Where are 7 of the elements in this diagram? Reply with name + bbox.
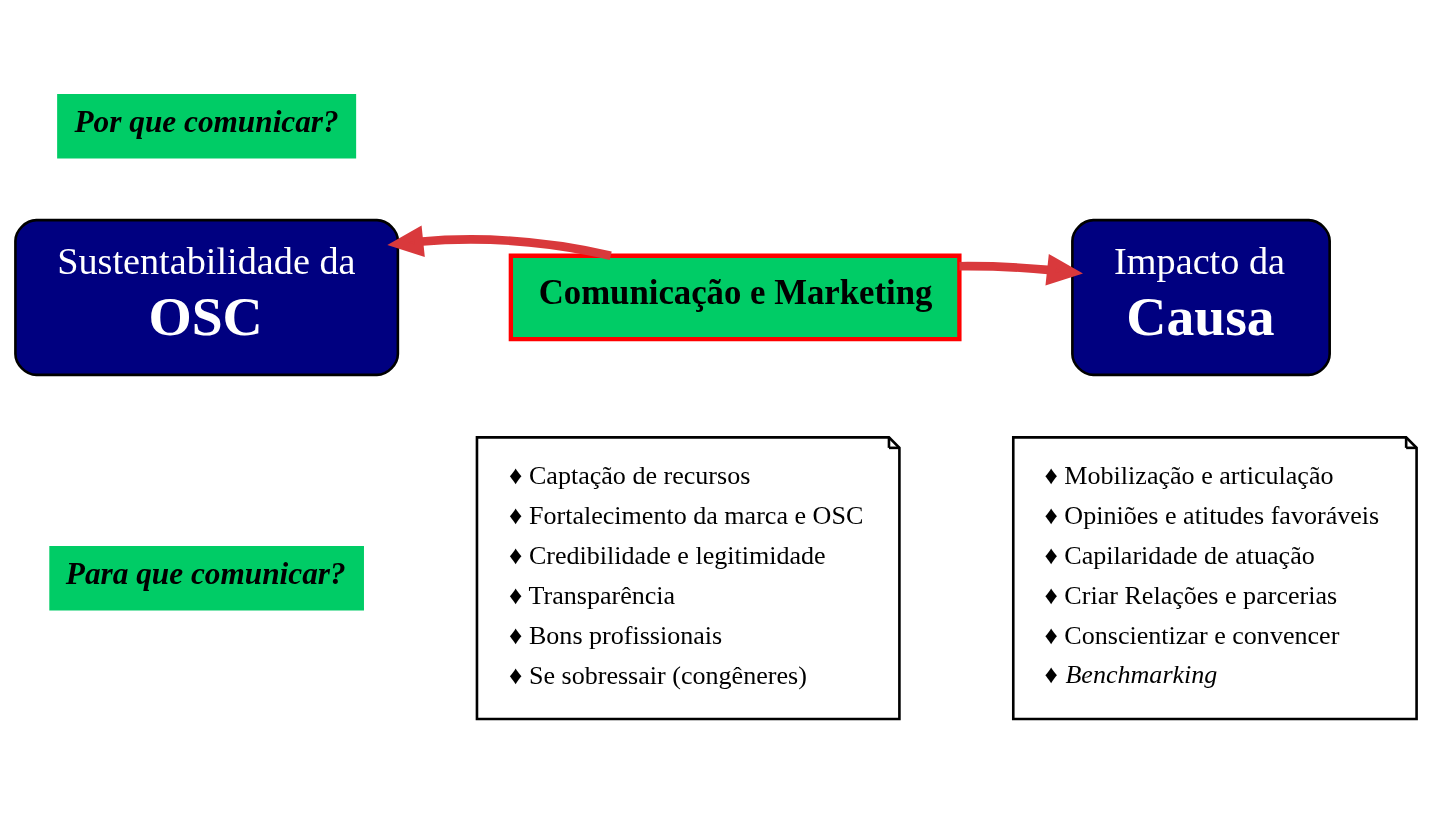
node-box: Sustentabilidade da OSC <box>14 218 400 377</box>
arrow <box>387 225 612 260</box>
node-box: Comunicação e Marketing <box>508 253 962 342</box>
node-box: Por que comunicar? <box>57 94 357 159</box>
arrow <box>959 254 1083 286</box>
node-box: Para que comunicar? <box>49 546 364 611</box>
node-box: Impacto da Causa <box>1071 218 1331 377</box>
